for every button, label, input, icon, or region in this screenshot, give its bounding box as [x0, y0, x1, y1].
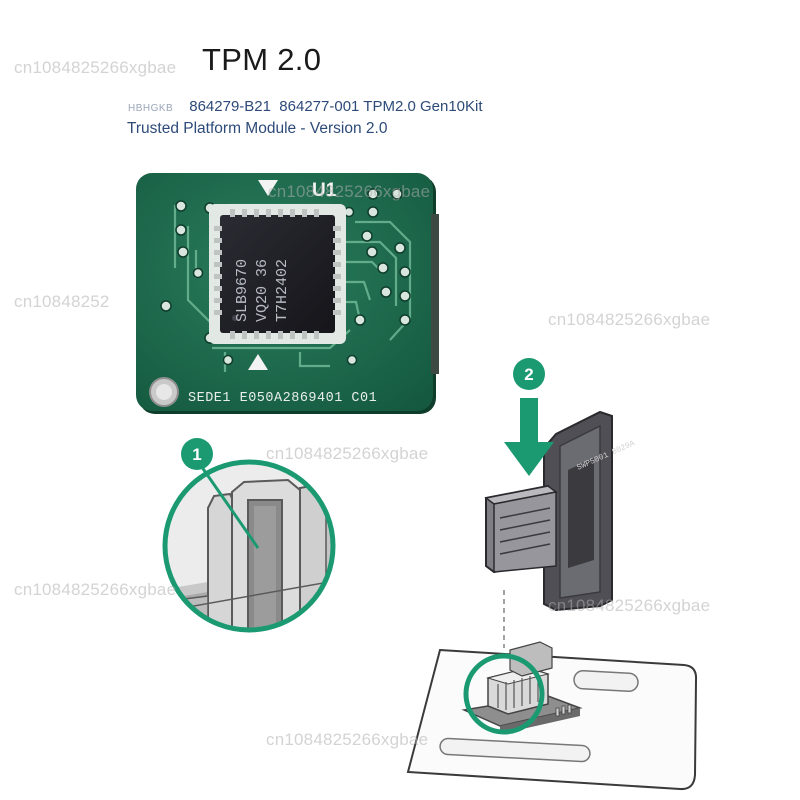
chip-line-3: T7H2402: [274, 259, 291, 322]
prefix-code: HBHGKB: [128, 103, 174, 114]
board-bottom-code: SEDE1 E050A2869401 C01: [188, 391, 377, 406]
part-number-line: HBHGKB 864279-B21 864277-001 TPM2.0 Gen10…: [128, 98, 483, 115]
watermark: cn1084825266xgbae: [266, 444, 429, 463]
watermark: cn1084825266xgbae: [266, 730, 429, 749]
triangle-bottom-icon: [248, 354, 268, 370]
chip-line-2: VQ20 36: [254, 259, 271, 322]
watermark: cn1084825266xgbae: [548, 596, 711, 615]
tpm-chip: SLB9670 VQ20 36 T7H2402: [214, 209, 341, 339]
arrow-down-icon: [504, 398, 554, 476]
zoom-detail: 1: [162, 438, 336, 633]
watermark: cn1084825266xgbae: [14, 58, 177, 77]
motherboard-diagram: [406, 641, 698, 791]
watermark: cn1084825266xgbae: [14, 580, 177, 599]
triangle-top-icon: [258, 180, 278, 196]
tpm-module: SWP5001 8029A: [484, 410, 636, 612]
chip-line-1: SLB9670: [234, 259, 251, 322]
product-subtitle: Trusted Platform Module - Version 2.0: [127, 120, 388, 137]
socket-highlight-circle: [463, 653, 545, 735]
callout-1-label: 1: [192, 445, 201, 464]
callout-2: 2: [504, 358, 554, 476]
watermark: cn10848252: [14, 292, 110, 311]
part-numbers: 864279-B21 864277-001 TPM2.0 Gen10Kit: [189, 98, 483, 115]
watermark: cn1084825266xgbae: [548, 310, 711, 329]
watermark: cn1084825266xgbae: [268, 182, 431, 201]
silk-u1: U1: [312, 180, 337, 201]
tpm-board: U1 SLB9670 VQ20 36: [136, 173, 439, 414]
page-title: TPM 2.0: [202, 42, 322, 77]
callout-2-label: 2: [524, 365, 533, 384]
